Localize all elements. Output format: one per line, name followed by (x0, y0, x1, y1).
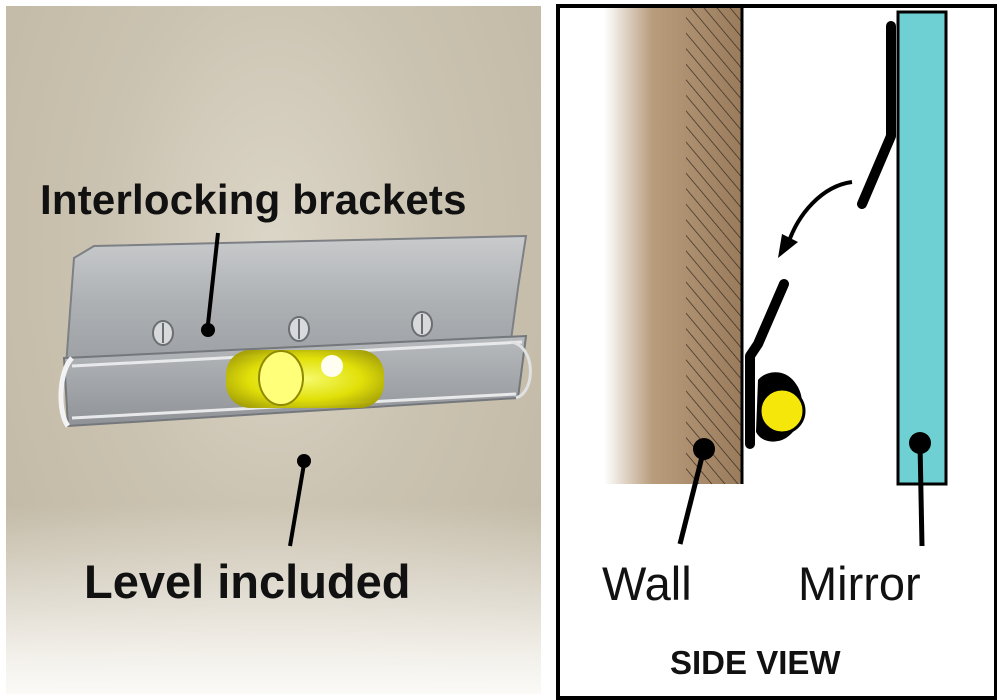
wall-label: Wall (602, 557, 692, 610)
screw-heads (152, 311, 433, 346)
side-view-pointers (677, 432, 931, 547)
level-bubble (758, 387, 806, 435)
bracket-photo-panel: Interlocking brackets Level included (6, 6, 541, 694)
wall-bracket (745, 279, 789, 449)
side-view-diagram-panel: Wall Mirror SIDE VIEW (556, 4, 997, 700)
interlocking-brackets-label: Interlocking brackets (40, 176, 467, 223)
mirror-bracket (857, 21, 896, 209)
mirror-block (896, 10, 948, 486)
callout-pointers (201, 232, 311, 547)
level-vial (226, 350, 384, 408)
bracket-illustration (58, 232, 532, 547)
level-included-label: Level included (84, 555, 411, 608)
side-view-caption: SIDE VIEW (670, 644, 841, 681)
side-view-diagram (604, 8, 948, 547)
mirror-label: Mirror (798, 557, 921, 610)
